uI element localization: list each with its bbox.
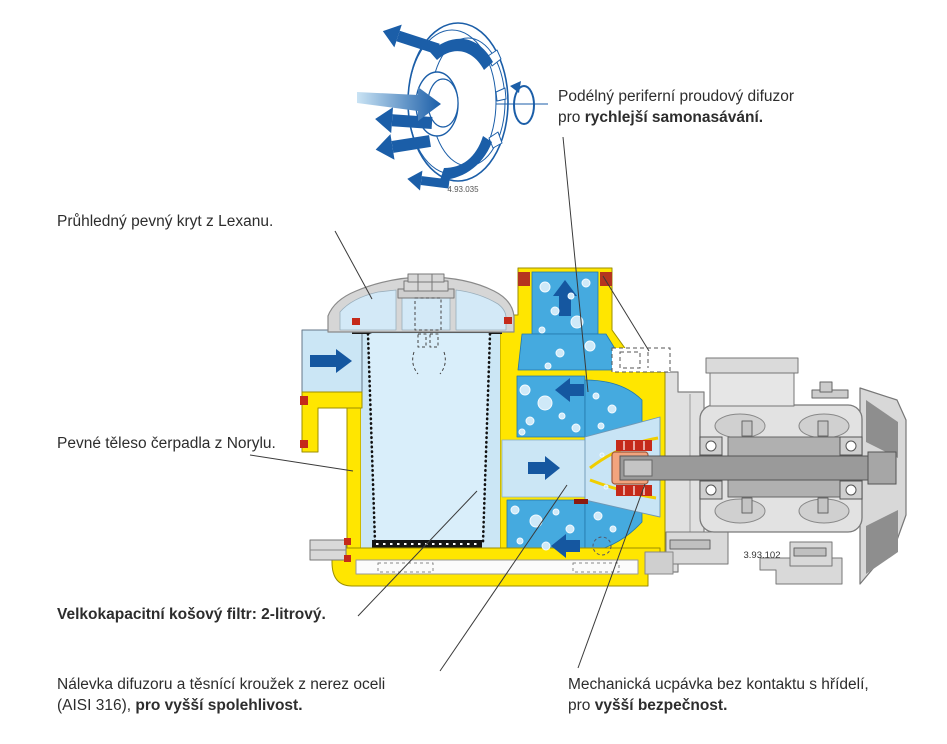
outflow-arrow-lower-left xyxy=(375,134,431,160)
rotation-arrow-icon xyxy=(513,85,535,125)
label-diffuser-funnel-line1: Nálevka difuzoru a těsnící kroužek z ner… xyxy=(57,676,386,693)
label-noryl-body-text: Pevné těleso čerpadla z Norylu. xyxy=(57,435,276,452)
return-flow-arrow-bottom xyxy=(551,534,580,558)
label-diffuser-funnel: Nálevka difuzoru a těsnící kroužek z ner… xyxy=(57,674,385,716)
label-diffuser-funnel-line2-bold: pro vyšší spolehlivost. xyxy=(135,697,303,714)
label-noryl-body: Pevné těleso čerpadla z Norylu. xyxy=(57,433,276,454)
pump-cross-section xyxy=(300,267,674,587)
air-bubbles xyxy=(510,278,640,551)
self-priming-impeller-icon xyxy=(357,22,548,191)
connector-noryl xyxy=(249,454,354,472)
label-jet-diffuser-line2: pro xyxy=(558,109,585,126)
label-mechanical-seal-line1: Mechanická ucpávka bez kontaktu s hřídel… xyxy=(568,676,869,693)
label-basket-filter-text: Velkokapacitní košový filtr: 2-litrový. xyxy=(57,606,326,623)
connector-seal xyxy=(577,483,646,669)
return-flow-arrow-top xyxy=(555,378,584,402)
connector-funnel xyxy=(439,484,568,672)
label-jet-diffuser-line2-bold: rychlejší samonasávání. xyxy=(584,109,764,126)
basket-mesh-left xyxy=(366,332,377,544)
label-mechanical-seal: Mechanická ucpávka bez kontaktu s hřídel… xyxy=(568,674,869,716)
hidden-vent-plug xyxy=(611,347,671,373)
terminal-box xyxy=(709,371,795,407)
filter-basket xyxy=(368,334,490,542)
label-connector-lines xyxy=(249,136,650,672)
inflow-arrow xyxy=(357,87,441,121)
hidden-clamp-bolt xyxy=(412,297,446,375)
rim-flow-band-bottom xyxy=(440,136,492,180)
motor-shaft xyxy=(619,436,897,500)
basket-mesh-right xyxy=(481,332,492,544)
connector-jet-diffuser xyxy=(562,136,589,393)
connector-vent-detail xyxy=(602,275,650,352)
inlet-flow-arrow xyxy=(310,349,352,373)
outflow-arrow-bottom xyxy=(407,170,450,191)
label-mechanical-seal-line2-bold: vyšší bezpečnost. xyxy=(594,697,728,714)
label-lexan-cover-text: Průhledný pevný kryt z Lexanu. xyxy=(57,213,274,230)
label-basket-filter: Velkokapacitní košový filtr: 2-litrový. xyxy=(57,604,326,625)
outlet-flow-arrow xyxy=(553,280,577,316)
channel-flow-arrow xyxy=(528,456,560,480)
impeller-drawing-code: 4.93.035 xyxy=(447,185,479,194)
rim-flow-band-top xyxy=(430,38,493,70)
motor-drawing-code: 3.93.102 xyxy=(744,550,781,561)
fan-cover-vent-bottom xyxy=(866,510,898,574)
connector-lexan xyxy=(334,230,373,300)
label-diffuser-funnel-line2: (AISI 316), xyxy=(57,697,136,714)
label-jet-diffuser: Podélný periferní proudový difuzor pro r… xyxy=(558,86,794,128)
outflow-arrow-left xyxy=(375,107,433,134)
outflow-arrow-top-left xyxy=(382,24,440,55)
label-mechanical-seal-line2: pro xyxy=(568,697,595,714)
label-jet-diffuser-line1: Podélný periferní proudový difuzor xyxy=(558,88,795,105)
connector-basket xyxy=(357,490,478,617)
fan-cover-vent-top xyxy=(866,400,898,458)
label-lexan-cover: Průhledný pevný kryt z Lexanu. xyxy=(57,211,273,232)
